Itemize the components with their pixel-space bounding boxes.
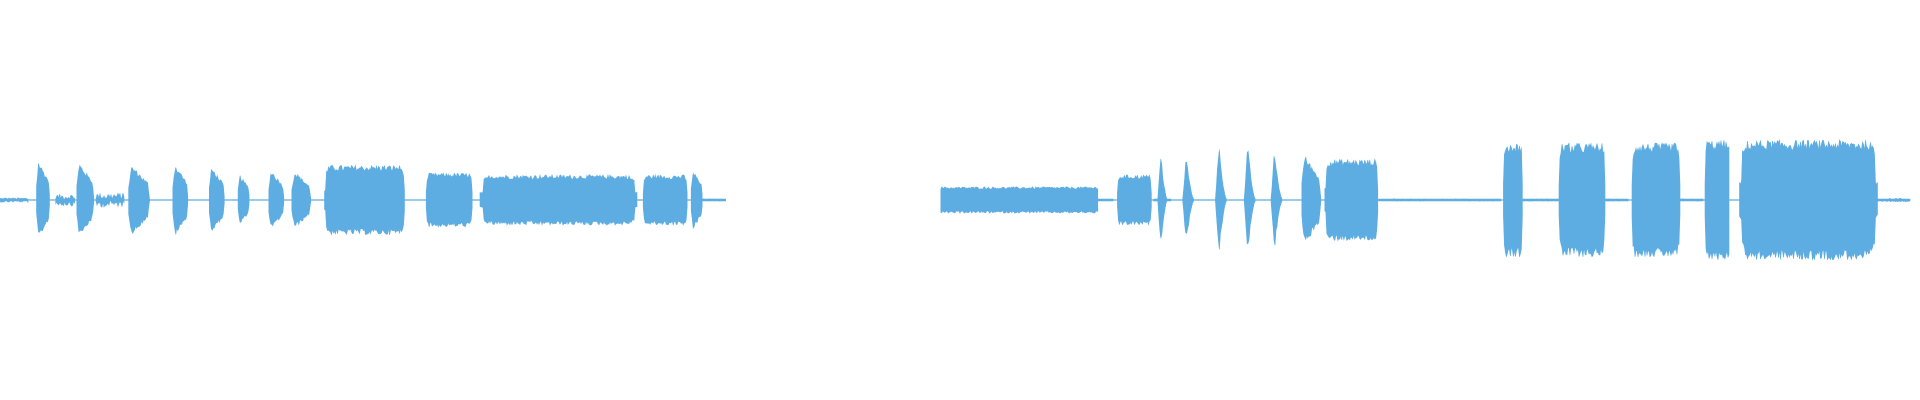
waveform-peaks — [0, 138, 1911, 261]
waveform-segment — [1522, 198, 1559, 202]
waveform-segment — [690, 172, 703, 229]
waveform-segment — [1182, 161, 1194, 234]
waveform-segment — [55, 193, 75, 207]
waveform-segment — [76, 164, 95, 233]
waveform-segment — [237, 175, 250, 223]
waveform-segment — [1117, 174, 1152, 226]
waveform-segment — [1631, 142, 1681, 258]
waveform-segment — [0, 197, 29, 204]
waveform-segment — [1324, 158, 1379, 242]
waveform-segment — [1378, 198, 1501, 202]
waveform-segment — [642, 173, 688, 227]
waveform-segment — [1215, 149, 1227, 250]
waveform-segment — [1243, 150, 1256, 245]
waveform-segment — [1604, 198, 1629, 202]
waveform-segment — [1679, 198, 1704, 202]
waveform-segment — [95, 192, 125, 208]
waveform-segment — [36, 163, 50, 233]
waveform-segment — [172, 167, 189, 235]
waveform-segment — [425, 172, 473, 228]
waveform-segment — [479, 173, 638, 226]
waveform-segment — [1270, 156, 1283, 246]
waveform-segment — [1301, 157, 1322, 241]
waveform-segment — [1739, 138, 1878, 261]
waveform-segment — [1157, 158, 1168, 239]
waveform-segment — [1704, 140, 1730, 260]
waveform-segment — [209, 169, 225, 231]
waveform-segment — [324, 164, 405, 236]
waveform-segment — [1097, 198, 1114, 202]
waveform-segment — [128, 167, 150, 235]
waveform-segment — [291, 173, 312, 226]
waveform-segment — [940, 186, 1099, 214]
waveform-segment — [1877, 197, 1911, 203]
waveform-segment — [268, 173, 285, 227]
waveform-segment — [1558, 142, 1606, 258]
waveform-segment — [702, 198, 726, 202]
waveform-segment — [1503, 143, 1523, 257]
